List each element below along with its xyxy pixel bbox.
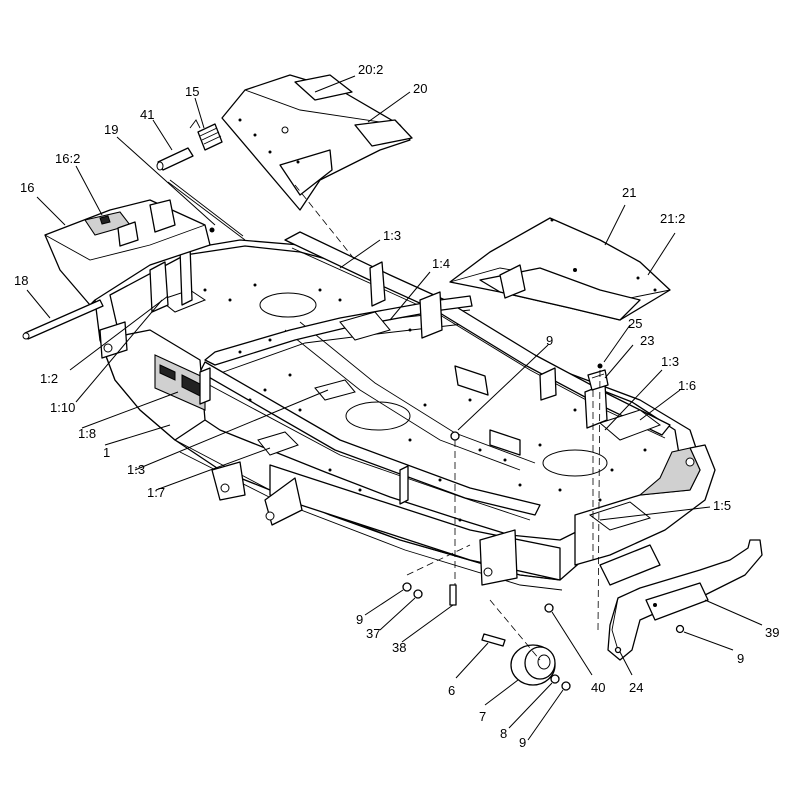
callout-9-right: 9 (737, 651, 744, 666)
leader-lines (26, 75, 763, 741)
callout-16-2: 16:2 (55, 151, 80, 166)
callout-1-2: 1:2 (40, 371, 58, 386)
callout-20-2: 20:2 (358, 62, 383, 77)
callout-1-3-lower: 1:3 (127, 462, 145, 477)
latch-hardware (587, 363, 609, 631)
callout-41: 41 (140, 107, 154, 122)
rear-cover (221, 74, 413, 261)
rod (22, 299, 104, 340)
callout-1-7: 1:7 (147, 485, 165, 500)
callout-1-3-upper: 1:3 (383, 228, 401, 243)
callout-6: 6 (448, 683, 455, 698)
spring-assembly (156, 119, 246, 241)
callout-8: 8 (500, 726, 507, 741)
callout-1-6: 1:6 (678, 378, 696, 393)
screw-9-upper (450, 431, 460, 595)
callout-18: 18 (14, 273, 28, 288)
callout-38: 38 (392, 640, 406, 655)
callout-24: 24 (629, 680, 643, 695)
callout-21-2: 21:2 (660, 211, 685, 226)
callout-1-8: 1:8 (78, 426, 96, 441)
deck-holes (203, 283, 647, 522)
callout-25: 25 (628, 316, 642, 331)
callout-1-5: 1:5 (713, 498, 731, 513)
callout-16: 16 (20, 180, 34, 195)
callout-23: 23 (640, 333, 654, 348)
bumper-bar (599, 539, 763, 661)
callout-1-4: 1:4 (432, 256, 450, 271)
callout-1-10: 1:10 (50, 400, 75, 415)
belt-cover-left (44, 199, 211, 306)
callout-9-wheel: 9 (519, 735, 526, 750)
small-hardware (402, 544, 622, 654)
callout-1-3-right: 1:3 (661, 354, 679, 369)
caster-wheel (481, 599, 571, 691)
right-cover (449, 217, 671, 321)
callout-15: 15 (185, 84, 199, 99)
callout-labels: 20:2 20 15 41 19 16:2 16 18 1:3 1:4 21 2… (14, 62, 779, 750)
callout-9-upper: 9 (546, 333, 553, 348)
callout-1: 1 (103, 445, 110, 460)
mower-deck (94, 231, 716, 591)
callout-20: 20 (413, 81, 427, 96)
callout-7: 7 (479, 709, 486, 724)
callout-37: 37 (366, 626, 380, 641)
callout-21: 21 (622, 185, 636, 200)
callout-9-left: 9 (356, 612, 363, 627)
callout-39: 39 (765, 625, 779, 640)
callout-19: 19 (104, 122, 118, 137)
callout-40: 40 (591, 680, 605, 695)
